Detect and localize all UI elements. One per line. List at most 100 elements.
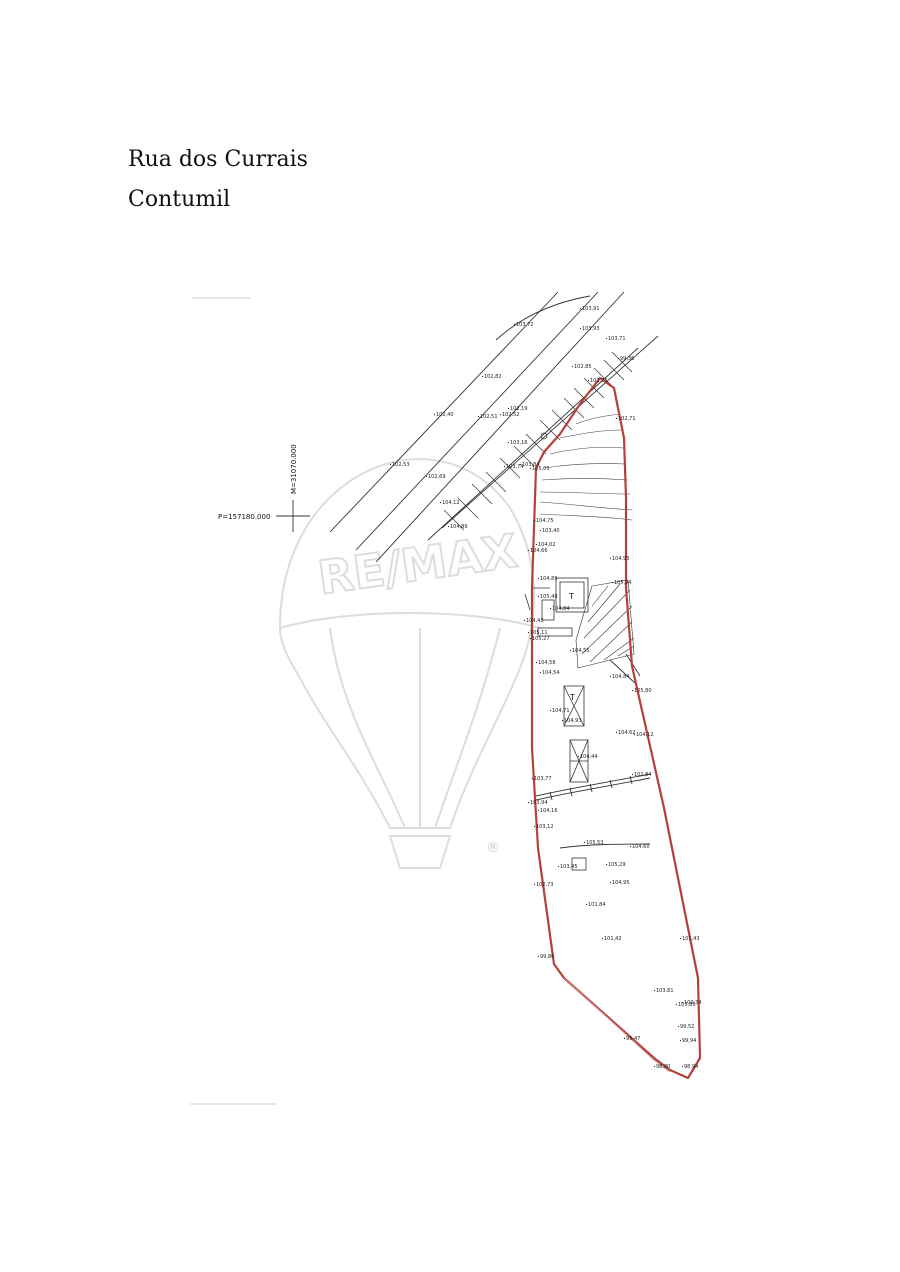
structure-label: T bbox=[569, 693, 575, 702]
elevation-point bbox=[605, 863, 608, 866]
elevation-point bbox=[653, 1065, 656, 1068]
elevation-point bbox=[557, 865, 560, 868]
elevation-point bbox=[507, 407, 510, 410]
coordinate-x-label: P=157180.000 bbox=[218, 513, 270, 521]
elevation-point bbox=[527, 549, 530, 552]
elevation-point bbox=[579, 307, 582, 310]
elevation-label: 104,89 bbox=[450, 524, 468, 530]
elevation-label: 104,54 bbox=[542, 670, 560, 676]
elevation-label: 102,82 bbox=[484, 374, 502, 380]
elevation-point bbox=[631, 689, 634, 692]
street-name: Rua dos Currais bbox=[128, 147, 308, 172]
elevation-label: 103,93 bbox=[582, 326, 600, 332]
coordinate-crosshair-icon bbox=[276, 500, 310, 532]
elevation-label: 104,16 bbox=[540, 808, 558, 814]
elevation-point bbox=[631, 773, 634, 776]
elevation-label: 104,12 bbox=[442, 500, 460, 506]
contour-lines bbox=[539, 413, 633, 521]
elevation-point bbox=[537, 595, 540, 598]
elevation-point bbox=[609, 881, 612, 884]
elevation-label: 102,84 bbox=[634, 772, 652, 778]
elevation-point bbox=[615, 417, 618, 420]
elevation-point bbox=[537, 809, 540, 812]
elevation-label: 99,94 bbox=[682, 1038, 696, 1044]
elevation-point bbox=[537, 577, 540, 580]
elevation-label: 104,84 bbox=[552, 606, 570, 612]
elevation-point bbox=[677, 1025, 680, 1028]
elevation-label: 103,40 bbox=[542, 528, 560, 534]
elevation-label: 104,55 bbox=[572, 648, 590, 654]
elevation-label: 99,47 bbox=[626, 1036, 640, 1042]
elevation-point bbox=[611, 581, 614, 584]
elevation-point bbox=[425, 475, 428, 478]
elevation-point bbox=[615, 731, 618, 734]
elevation-point bbox=[609, 675, 612, 678]
elevation-label: 102,73 bbox=[536, 882, 554, 888]
coordinate-y-label: M=31070.000 bbox=[290, 444, 298, 494]
elevation-label: 103,74 bbox=[506, 464, 524, 470]
elevation-point bbox=[433, 413, 436, 416]
elevation-point bbox=[533, 825, 536, 828]
parcel-boundary bbox=[530, 376, 702, 1080]
elevation-point bbox=[527, 631, 530, 634]
sheet-marks bbox=[190, 297, 276, 1105]
elevation-label: 104,60 bbox=[632, 844, 650, 850]
elevation-label: 103,72 bbox=[516, 322, 534, 328]
elevation-label: 105,05 bbox=[532, 466, 550, 472]
elevation-point bbox=[535, 661, 538, 664]
elevation-label: 103,85 bbox=[678, 1002, 696, 1008]
elevation-label: 102,71 bbox=[590, 378, 608, 384]
elevation-label: 104,62 bbox=[618, 730, 636, 736]
elevation-label: 98,80 bbox=[656, 1064, 670, 1070]
elevation-label: 104,93 bbox=[564, 718, 582, 724]
street-lines bbox=[329, 291, 659, 563]
elevation-point bbox=[561, 719, 564, 722]
elevation-point bbox=[539, 529, 542, 532]
page-header: Rua dos Currais Contumil bbox=[128, 140, 308, 220]
locality-name: Contumil bbox=[128, 187, 231, 212]
elevation-point bbox=[539, 671, 542, 674]
elevation-point bbox=[583, 841, 586, 844]
elevation-point bbox=[519, 463, 522, 466]
elevation-point bbox=[569, 649, 572, 652]
hatched-area bbox=[575, 579, 635, 669]
elevation-point bbox=[679, 1039, 682, 1042]
elevation-point bbox=[577, 755, 580, 758]
elevation-label: 104,84 bbox=[612, 674, 630, 680]
elevation-point bbox=[523, 619, 526, 622]
elevation-label: 103,81 bbox=[656, 988, 674, 994]
elevation-point bbox=[507, 441, 510, 444]
elevation-label: 100,34 bbox=[684, 1000, 702, 1006]
elevation-label: 105,11 bbox=[530, 630, 548, 636]
elevation-label: 102,52 bbox=[502, 412, 520, 418]
elevation-label: 104,44 bbox=[580, 754, 598, 760]
elevation-label: 104,66 bbox=[530, 548, 548, 554]
elevation-point bbox=[537, 955, 540, 958]
elevation-label: 102,51 bbox=[480, 414, 498, 420]
structure-label: T bbox=[568, 592, 574, 601]
site-plan-drawing: RE/MAX ® bbox=[190, 291, 702, 1105]
elevation-point bbox=[533, 519, 536, 522]
elevation-point bbox=[477, 415, 480, 418]
elevation-label: 104,95 bbox=[612, 880, 630, 886]
elevation-point bbox=[571, 365, 574, 368]
elevation-point bbox=[549, 709, 552, 712]
elevation-point bbox=[679, 937, 682, 940]
elevation-point bbox=[531, 777, 534, 780]
elevation-point bbox=[579, 327, 582, 330]
elevation-point bbox=[623, 1037, 626, 1040]
elevation-label: 102,71 bbox=[618, 416, 636, 422]
elevation-label: 104,58 bbox=[538, 660, 556, 666]
elevation-point bbox=[499, 413, 502, 416]
elevation-label: 101,84 bbox=[588, 902, 606, 908]
elevation-label: 105,27 bbox=[532, 636, 550, 642]
elevation-label: 103,91 bbox=[582, 306, 600, 312]
elevation-point bbox=[527, 801, 530, 804]
elevation-point bbox=[617, 357, 620, 360]
elevation-label: 99,52 bbox=[680, 1024, 694, 1030]
elevation-label: 105,94 bbox=[614, 580, 632, 586]
elevation-label: 103,16 bbox=[510, 440, 528, 446]
elevation-label: 99,36 bbox=[620, 356, 634, 362]
elevation-point bbox=[481, 375, 484, 378]
elevation-label: 102,69 bbox=[428, 474, 446, 480]
